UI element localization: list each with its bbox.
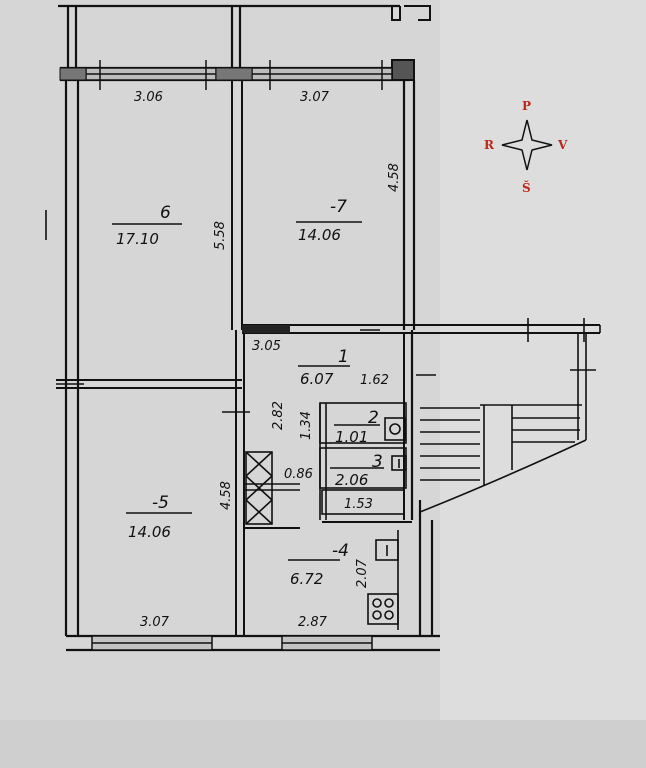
top-wall-blocks bbox=[59, 67, 253, 81]
room-6-area: 17.10 bbox=[116, 230, 159, 248]
dim-room6-length: 5.58 bbox=[213, 221, 228, 250]
kitchen-fixtures bbox=[367, 530, 399, 630]
bottom-windows bbox=[91, 635, 373, 651]
compass-east: V bbox=[557, 138, 568, 152]
room-7-area: 14.06 bbox=[298, 226, 341, 244]
dim-wc-length: 1.34 bbox=[299, 411, 314, 440]
room-5-area: 14.06 bbox=[128, 523, 171, 541]
door-ticks bbox=[45, 210, 585, 413]
dim-hall-width: 3.05 bbox=[252, 339, 281, 354]
room-2-area: 1.01 bbox=[335, 428, 368, 446]
dim-room7-length: 4.58 bbox=[387, 163, 402, 192]
room-1-area: 6.07 bbox=[300, 370, 334, 388]
room-7-number: -7 bbox=[330, 197, 347, 217]
dimension-labels: 3.06 3.07 5.58 4.58 3.05 1.62 2.82 1.34 … bbox=[134, 90, 402, 630]
top-windows bbox=[85, 60, 393, 90]
compass-south: Š bbox=[522, 179, 531, 195]
room-labels: 6 17.10 -7 14.06 1 6.07 2 1.01 3 2.06 -5… bbox=[116, 197, 383, 588]
room-3-number: 3 bbox=[372, 452, 383, 472]
room-4-area: 6.72 bbox=[290, 570, 323, 588]
paper-bottom-strip bbox=[0, 720, 646, 768]
dim-top-left-width: 3.06 bbox=[134, 90, 163, 105]
closet-shaft bbox=[245, 451, 273, 525]
room-3-area: 2.06 bbox=[335, 471, 368, 489]
dim-bath-width: 1.53 bbox=[344, 497, 373, 512]
room-4-number: -4 bbox=[332, 541, 349, 561]
outer-walls bbox=[58, 4, 440, 652]
room-2-number: 2 bbox=[368, 408, 379, 428]
dim-hall-side: 1.62 bbox=[360, 373, 389, 388]
dim-bottom-left-width: 3.07 bbox=[140, 615, 170, 630]
room-6-number: 6 bbox=[160, 203, 171, 223]
wall-block-hall bbox=[242, 325, 290, 333]
compass-rose: P R V Š bbox=[484, 99, 568, 195]
dim-bottom-right-width: 2.87 bbox=[298, 615, 328, 630]
dim-top-right-width: 3.07 bbox=[300, 90, 330, 105]
dim-hall-length: 2.82 bbox=[271, 401, 286, 430]
compass-north: P bbox=[522, 99, 531, 113]
dim-room5-length: 4.58 bbox=[219, 481, 234, 510]
room-5-number: -5 bbox=[152, 493, 169, 513]
dim-kitchen-length: 2.07 bbox=[355, 558, 370, 588]
room-1-number: 1 bbox=[338, 347, 349, 367]
interior-walls bbox=[56, 80, 600, 636]
compass-west: R bbox=[484, 138, 495, 152]
area-underlines bbox=[112, 221, 384, 561]
stairwell bbox=[419, 325, 601, 513]
paper-right-area bbox=[440, 0, 646, 768]
compass-star-icon bbox=[501, 119, 553, 171]
dim-closet-width: 0.86 bbox=[284, 467, 313, 482]
